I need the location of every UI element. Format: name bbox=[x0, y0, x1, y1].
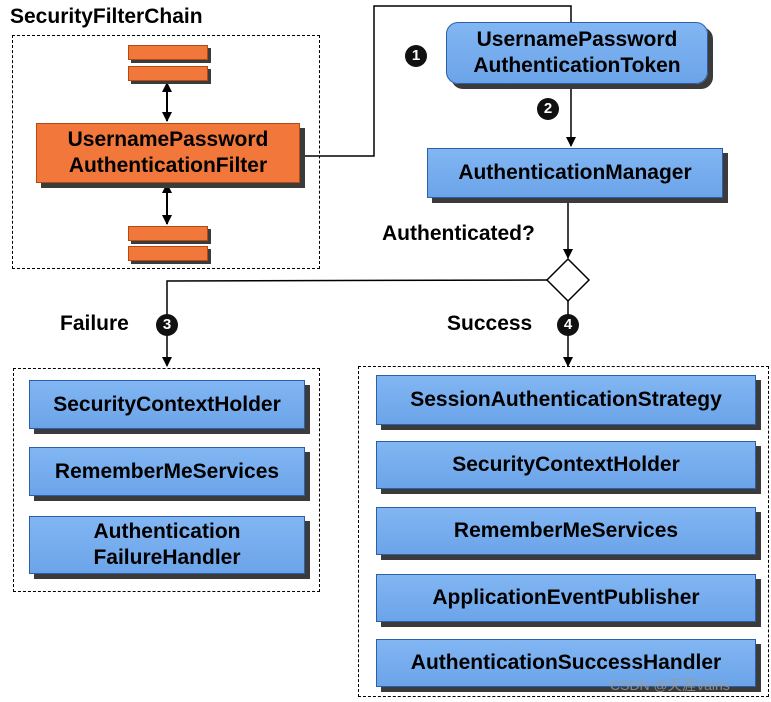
decision-diamond bbox=[545, 257, 591, 303]
authentication-success-handler-box: AuthenticationSuccessHandler bbox=[376, 639, 756, 687]
filter-chain-container bbox=[12, 35, 320, 269]
success-container bbox=[358, 366, 769, 697]
filter-bar bbox=[128, 226, 208, 241]
step-1-badge: 1 bbox=[405, 45, 427, 67]
authentication-manager-box: AuthenticationManager bbox=[427, 148, 723, 198]
filter-line-1: UsernamePassword bbox=[67, 128, 269, 151]
watermark-text: CSDN @天涯Vains bbox=[610, 677, 730, 693]
filter-bar bbox=[128, 45, 208, 60]
failure-handler-line-1: Authentication bbox=[93, 520, 241, 543]
failure-label: Failure bbox=[60, 312, 129, 335]
filter-to-token-line bbox=[300, 5, 572, 157]
success-label: Success bbox=[447, 312, 533, 335]
session-authentication-strategy-box: SessionAuthenticationStrategy bbox=[376, 375, 756, 425]
authenticated-question-label: Authenticated? bbox=[382, 222, 535, 245]
application-event-publisher-box: ApplicationEventPublisher bbox=[376, 574, 756, 622]
filter-bar bbox=[128, 66, 208, 81]
failure-remember-me-services-box: RememberMeServices bbox=[29, 447, 305, 496]
token-line-2: AuthenticationToken bbox=[473, 54, 681, 77]
step-4-badge: 4 bbox=[557, 314, 579, 336]
token-line-1: UsernamePassword bbox=[476, 28, 678, 51]
failure-security-context-holder-box: SecurityContextHolder bbox=[29, 380, 305, 429]
failure-arrow bbox=[162, 279, 548, 367]
filter-chain-title: SecurityFilterChain bbox=[10, 5, 203, 28]
step-2-badge: 2 bbox=[537, 98, 559, 120]
failure-handler-line-2: FailureHandler bbox=[93, 546, 241, 569]
filter-bar bbox=[128, 246, 208, 261]
success-remember-me-services-box: RememberMeServices bbox=[376, 507, 756, 555]
step-3-badge: 3 bbox=[156, 314, 178, 336]
failure-container bbox=[13, 368, 320, 592]
filter-line-2: AuthenticationFilter bbox=[68, 154, 268, 177]
success-security-context-holder-box: SecurityContextHolder bbox=[376, 441, 756, 489]
